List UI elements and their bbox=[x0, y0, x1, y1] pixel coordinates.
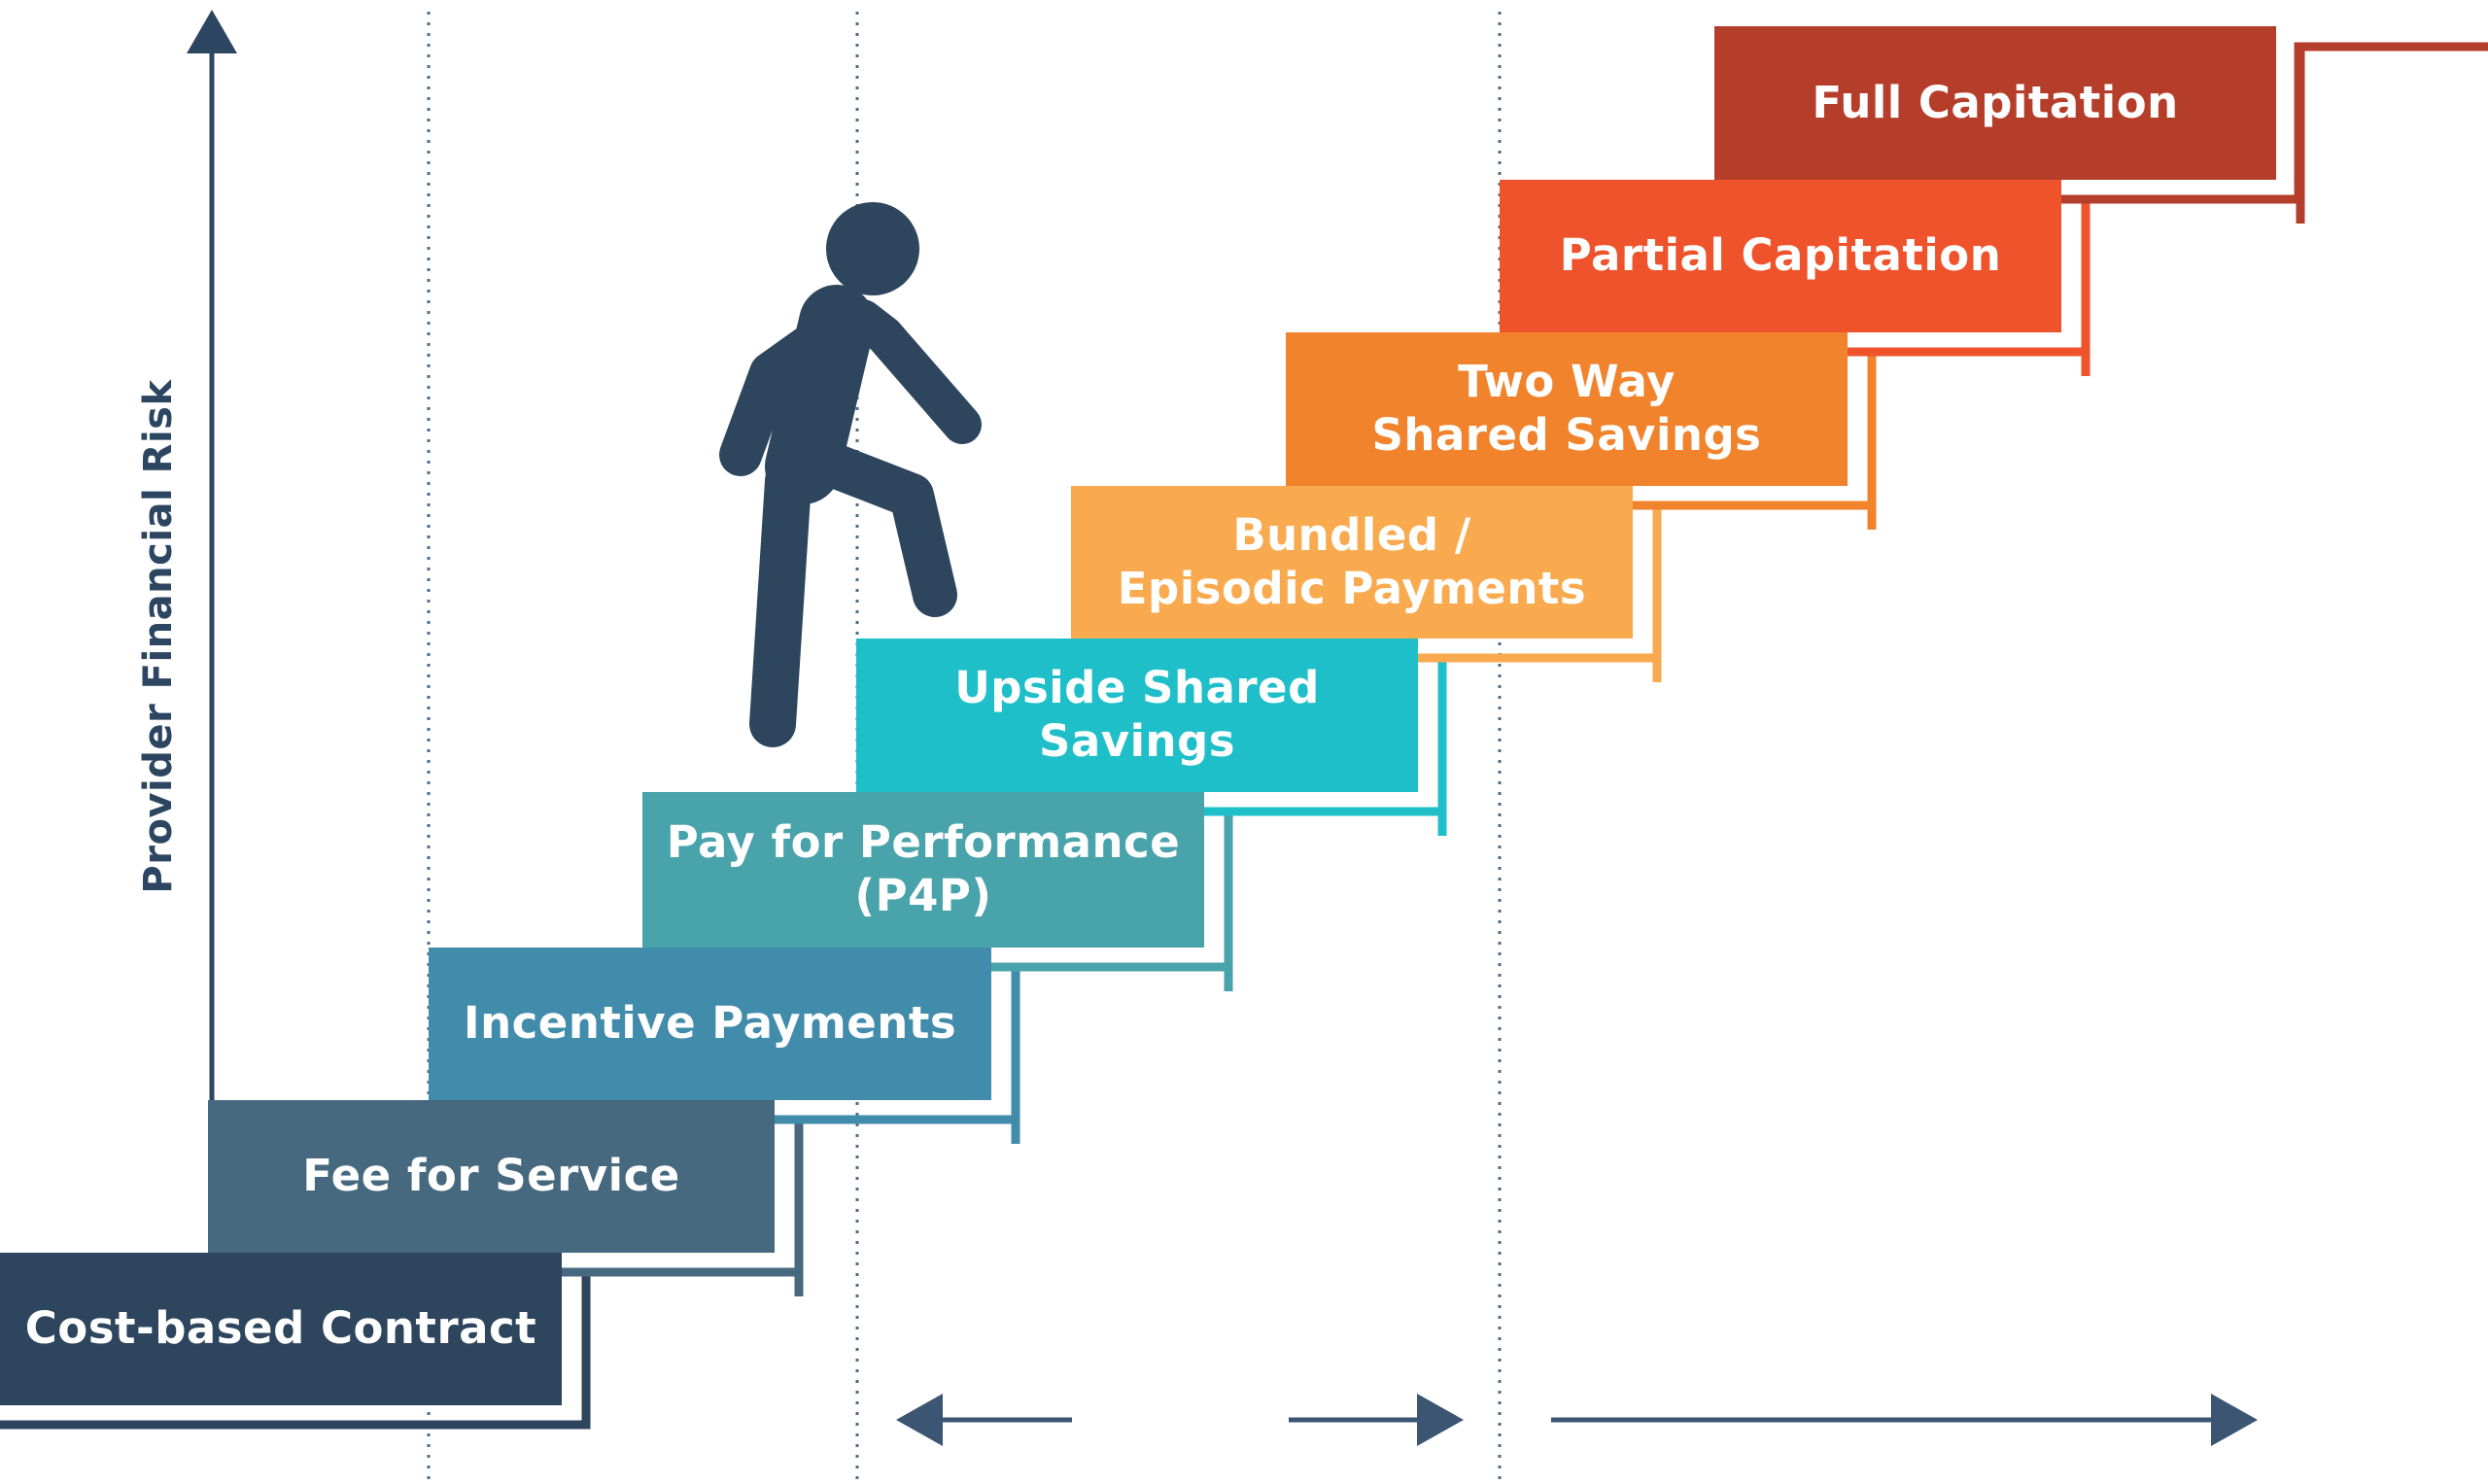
bottom-arrows bbox=[896, 1394, 2258, 1446]
y-axis bbox=[187, 10, 237, 1100]
step-outline-1 bbox=[0, 1275, 591, 1430]
left-arrow-icon bbox=[896, 1394, 943, 1446]
long-right-arrow-icon bbox=[2211, 1394, 2258, 1446]
step-9: Full Capitation bbox=[1714, 26, 2276, 180]
person-front-leg bbox=[789, 434, 957, 617]
step-outline-top bbox=[2294, 42, 2488, 202]
person-head bbox=[826, 202, 919, 295]
up-arrow-icon bbox=[187, 10, 237, 53]
step-3: Incentive Payments bbox=[429, 948, 991, 1100]
right-arrow-icon bbox=[1417, 1394, 1464, 1446]
step-1: Cost-based Contract bbox=[0, 1253, 562, 1405]
step-2: Fee for Service bbox=[208, 1100, 775, 1253]
step-5: Upside Shared Savings bbox=[856, 638, 1418, 792]
step-4: Pay for Performance (P4P) bbox=[642, 792, 1204, 948]
y-axis-label: Provider Financial Risk bbox=[136, 379, 181, 894]
step-8: Partial Capitation bbox=[1500, 180, 2061, 332]
walking-person-icon bbox=[719, 202, 982, 747]
step-7: Two Way Shared Savings bbox=[1286, 332, 1848, 486]
step-6: Bundled / Episodic Payments bbox=[1071, 486, 1633, 638]
person-back-leg bbox=[749, 458, 812, 747]
person-front-arm bbox=[844, 299, 982, 444]
